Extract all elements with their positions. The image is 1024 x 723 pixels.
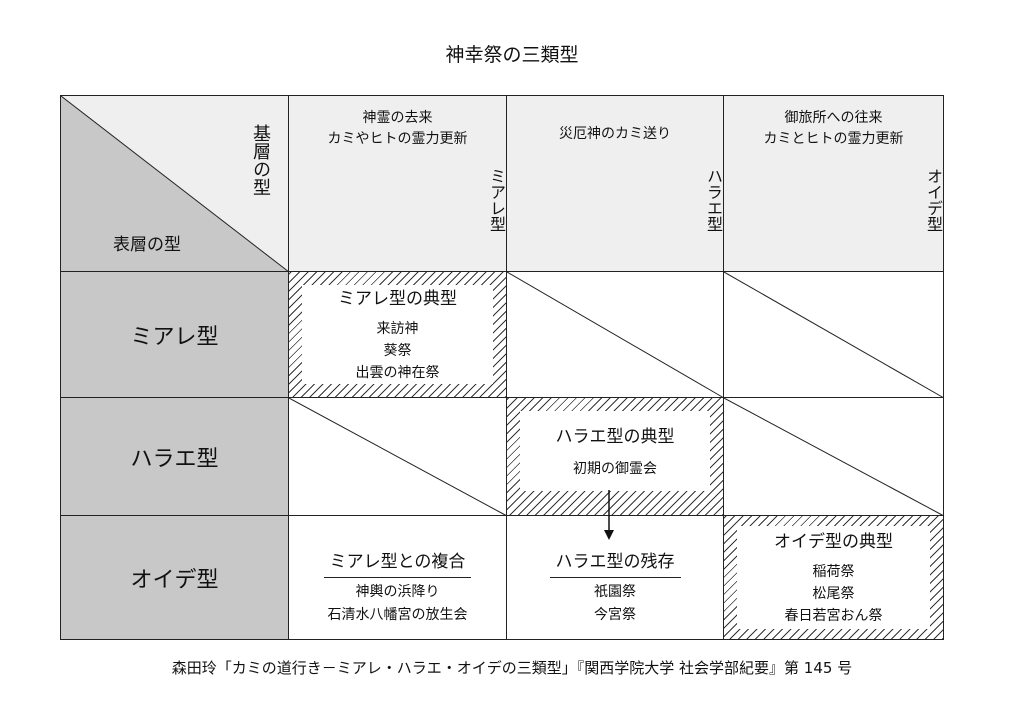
cell-oide-harae-remnant: ハラエ型の残存 祇園祭 今宮祭: [506, 515, 724, 640]
cell-heading: ハラエ型の典型: [555, 427, 675, 447]
column-desc: カミやヒトの霊力更新: [327, 131, 468, 147]
column-header-oide: 御旅所への往来 カミとヒトの霊力更新 オイデ型: [723, 95, 944, 272]
empty-cell: [288, 397, 508, 517]
empty-cell: [506, 271, 725, 399]
empty-cell: [723, 271, 945, 399]
cell-item: 今宮祭: [594, 607, 636, 623]
cell-item: 石清水八幡宮の放生会: [327, 607, 468, 623]
cell-item: 祇園祭: [594, 584, 636, 600]
diagram-title: 神幸祭の三類型: [445, 44, 579, 66]
cell-item: 春日若宮おん祭: [784, 608, 883, 624]
corner-diagonal: [61, 96, 290, 273]
diagonal-line: [289, 398, 508, 517]
column-desc: 御旅所への往来: [784, 110, 883, 126]
column-desc: カミとヒトの霊力更新: [763, 131, 904, 147]
cell-item: 稲荷祭: [812, 564, 855, 580]
cell-oide-miare-composite: ミアレ型との複合 神輿の浜降り 石清水八幡宮の放生会: [288, 515, 507, 640]
diagonal-line: [724, 398, 945, 517]
cell-oide-typical: オイデ型の典型 稲荷祭 松尾祭 春日若宮おん祭: [723, 515, 944, 640]
cell-heading: ミアレ型の典型: [338, 289, 457, 309]
row-label: ミアレ型: [130, 324, 219, 350]
cell-miare-typical: ミアレ型の典型 来訪神 葵祭 出雲の神在祭: [288, 271, 507, 398]
diagonal-line: [724, 272, 945, 399]
cell-item: 出雲の神在祭: [355, 365, 440, 381]
cell-item: 初期の御霊会: [573, 461, 657, 477]
row-header-oide: オイデ型: [60, 515, 289, 640]
column-type: ハラエ型: [704, 168, 723, 232]
column-desc: 災厄神のカミ送り: [559, 126, 671, 142]
cell-heading: ハラエ型の残存: [507, 550, 723, 578]
row-header-miare: ミアレ型: [60, 271, 289, 398]
citation: 森田玲「カミの道行き－ミアレ・ハラエ・オイデの三類型」『関西学院大学 社会学部紀…: [171, 659, 853, 677]
column-header-harae: 災厄神のカミ送り ハラエ型: [506, 95, 724, 272]
surface-layer-label: 表層の型: [113, 235, 181, 255]
corner-cell: 基層の型 表層の型: [60, 95, 290, 273]
cell-item: 神輿の浜降り: [355, 584, 440, 600]
cell-item: 葵祭: [383, 343, 412, 359]
column-desc: 神霊の去来: [362, 110, 433, 126]
column-type: ミアレ型: [487, 168, 506, 232]
cell-item: 来訪神: [376, 321, 419, 337]
cell-heading: オイデ型の典型: [774, 532, 893, 552]
row-label: ハラエ型: [130, 446, 219, 472]
column-header-miare: 神霊の去来 カミやヒトの霊力更新 ミアレ型: [288, 95, 507, 272]
row-header-harae: ハラエ型: [60, 397, 289, 516]
base-layer-label: 基層の型: [250, 124, 271, 196]
row-label: オイデ型: [130, 567, 219, 593]
column-type: オイデ型: [924, 168, 943, 232]
cell-heading: ミアレ型との複合: [289, 550, 506, 578]
cell-harae-typical: ハラエ型の典型 初期の御霊会: [506, 397, 724, 516]
diagonal-line: [507, 272, 725, 399]
cell-item: 松尾祭: [812, 586, 855, 602]
empty-cell: [723, 397, 945, 517]
